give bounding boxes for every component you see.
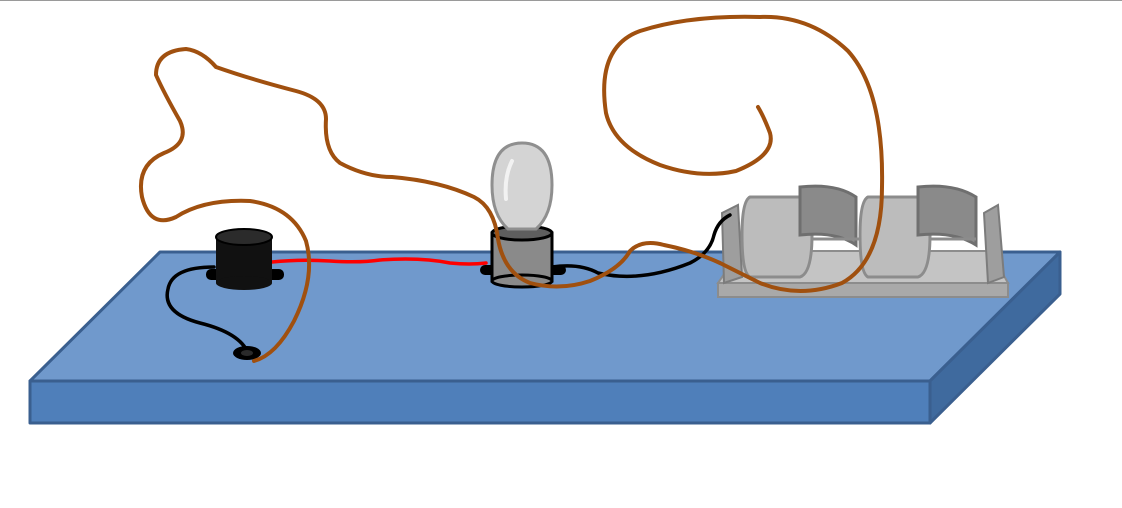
board-front [28,379,932,425]
bulb-highlight [503,159,514,201]
bulb-glass [490,141,554,231]
battery-end-plate-right [982,203,1006,285]
brown-wire-left [139,47,722,363]
battery-clip-2 [916,184,978,248]
black-wire-bulb [550,213,732,279]
battery-end-plate-left [720,203,744,285]
buzzer-top [215,228,273,246]
buzzer [206,228,284,360]
board-side [928,250,1062,425]
brown-wire-right [602,14,885,293]
black-wire-buzzer [165,265,250,355]
red-wire [270,257,488,266]
battery-holder [716,184,1010,298]
battery-clip-1 [798,184,858,248]
